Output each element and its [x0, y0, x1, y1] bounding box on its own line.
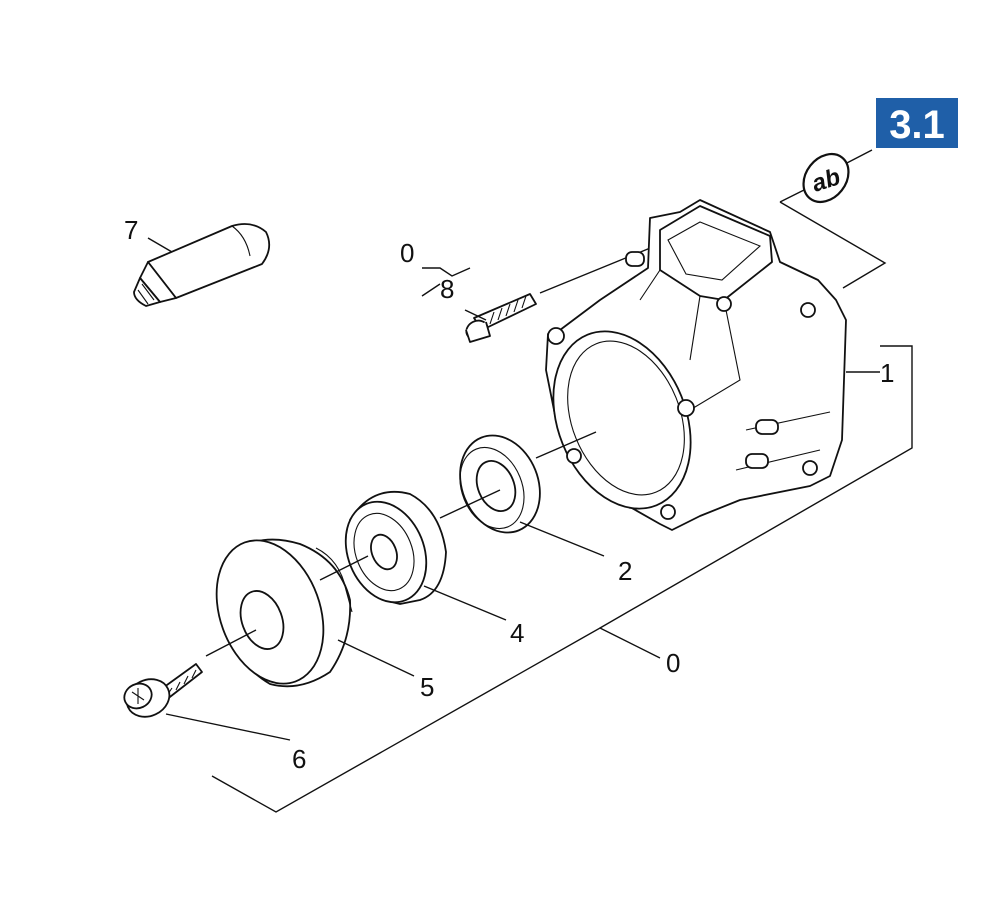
grease-tube-cap-ridges — [137, 283, 155, 305]
cylinder-screw-kit-bracket — [421, 267, 471, 297]
ball-bearing-leader — [423, 585, 507, 621]
housing-hole-6 — [802, 460, 818, 476]
housing-hole-4 — [660, 504, 676, 520]
grease-tube-body — [147, 223, 271, 299]
thread-lock-ab-icon: ab — [779, 149, 887, 289]
seal-ring-inner — [475, 460, 517, 512]
eccentric-disc-axis-line — [319, 555, 369, 581]
callout-eccentric-disc: 5 — [420, 672, 434, 702]
housing-hole-5 — [800, 302, 816, 318]
assembly-kit-bracket-line — [211, 627, 661, 813]
housing-top-block — [659, 205, 773, 301]
callout-screw: 6 — [292, 744, 306, 774]
cylinder-screw-thread — [489, 295, 527, 325]
housing-part — [545, 199, 913, 629]
callout-assembly-kit: 0 — [666, 648, 680, 678]
eccentric-disc-hub — [239, 590, 285, 650]
ball-bearing-part — [344, 489, 507, 621]
torx-drive-icon — [131, 688, 145, 704]
housing-hole-3 — [566, 448, 582, 464]
screw-axis-line — [205, 629, 257, 657]
grease-tube-crimp — [231, 225, 251, 257]
screw-leader — [165, 713, 291, 741]
screw-thread — [167, 669, 197, 695]
callout-screw-kit: 0 — [400, 238, 414, 268]
housing-hole-2 — [677, 399, 695, 417]
eccentric-disc-leader — [337, 639, 415, 677]
section-badge-label: 3.1 — [889, 103, 945, 147]
seal-ring-rim — [459, 446, 525, 530]
seal-ring-axis-line — [535, 431, 597, 459]
cylinder-screw-part — [421, 243, 661, 343]
cylinder-screw-head-side — [465, 321, 491, 343]
housing-bore-outer — [552, 330, 692, 510]
section-badge: 3.1 — [876, 98, 958, 148]
ball-bearing-race — [353, 512, 415, 592]
housing-hole-7 — [716, 296, 732, 312]
cylinder-screw-leader — [464, 309, 487, 321]
callout-housing: 1 — [880, 358, 894, 388]
seal-ring-leader — [519, 521, 605, 557]
ball-bearing-axis-line — [439, 489, 501, 519]
ab-oval — [802, 152, 850, 204]
section-badge-background — [876, 98, 958, 148]
assembly-bracket-right — [599, 345, 913, 629]
assembly-kit-bracket — [211, 627, 661, 813]
callout-seal-ring: 2 — [618, 556, 632, 586]
ab-bracket — [779, 201, 887, 289]
housing-hole-1 — [547, 327, 565, 345]
eccentric-disc-step — [315, 547, 353, 613]
eccentric-disc-part — [215, 538, 415, 688]
housing-stud — [625, 251, 645, 267]
housing-pin-2 — [745, 453, 769, 469]
callout-grease-tube: 7 — [124, 215, 138, 245]
ball-bearing-bore — [370, 533, 398, 571]
callout-ball-bearing: 4 — [510, 618, 524, 648]
housing-pin-1 — [755, 419, 779, 435]
housing-top-recess — [667, 221, 762, 281]
ab-leader-line — [842, 149, 873, 166]
grease-tube-leader — [147, 237, 173, 253]
callout-cylinder-screw: 8 — [440, 274, 454, 304]
housing-bore-inner — [567, 340, 685, 496]
grease-tube-part — [133, 223, 271, 307]
ab-bracket-top — [779, 189, 805, 203]
screw-part — [123, 629, 291, 741]
seal-ring-part — [459, 431, 605, 557]
housing-edges — [639, 269, 741, 411]
